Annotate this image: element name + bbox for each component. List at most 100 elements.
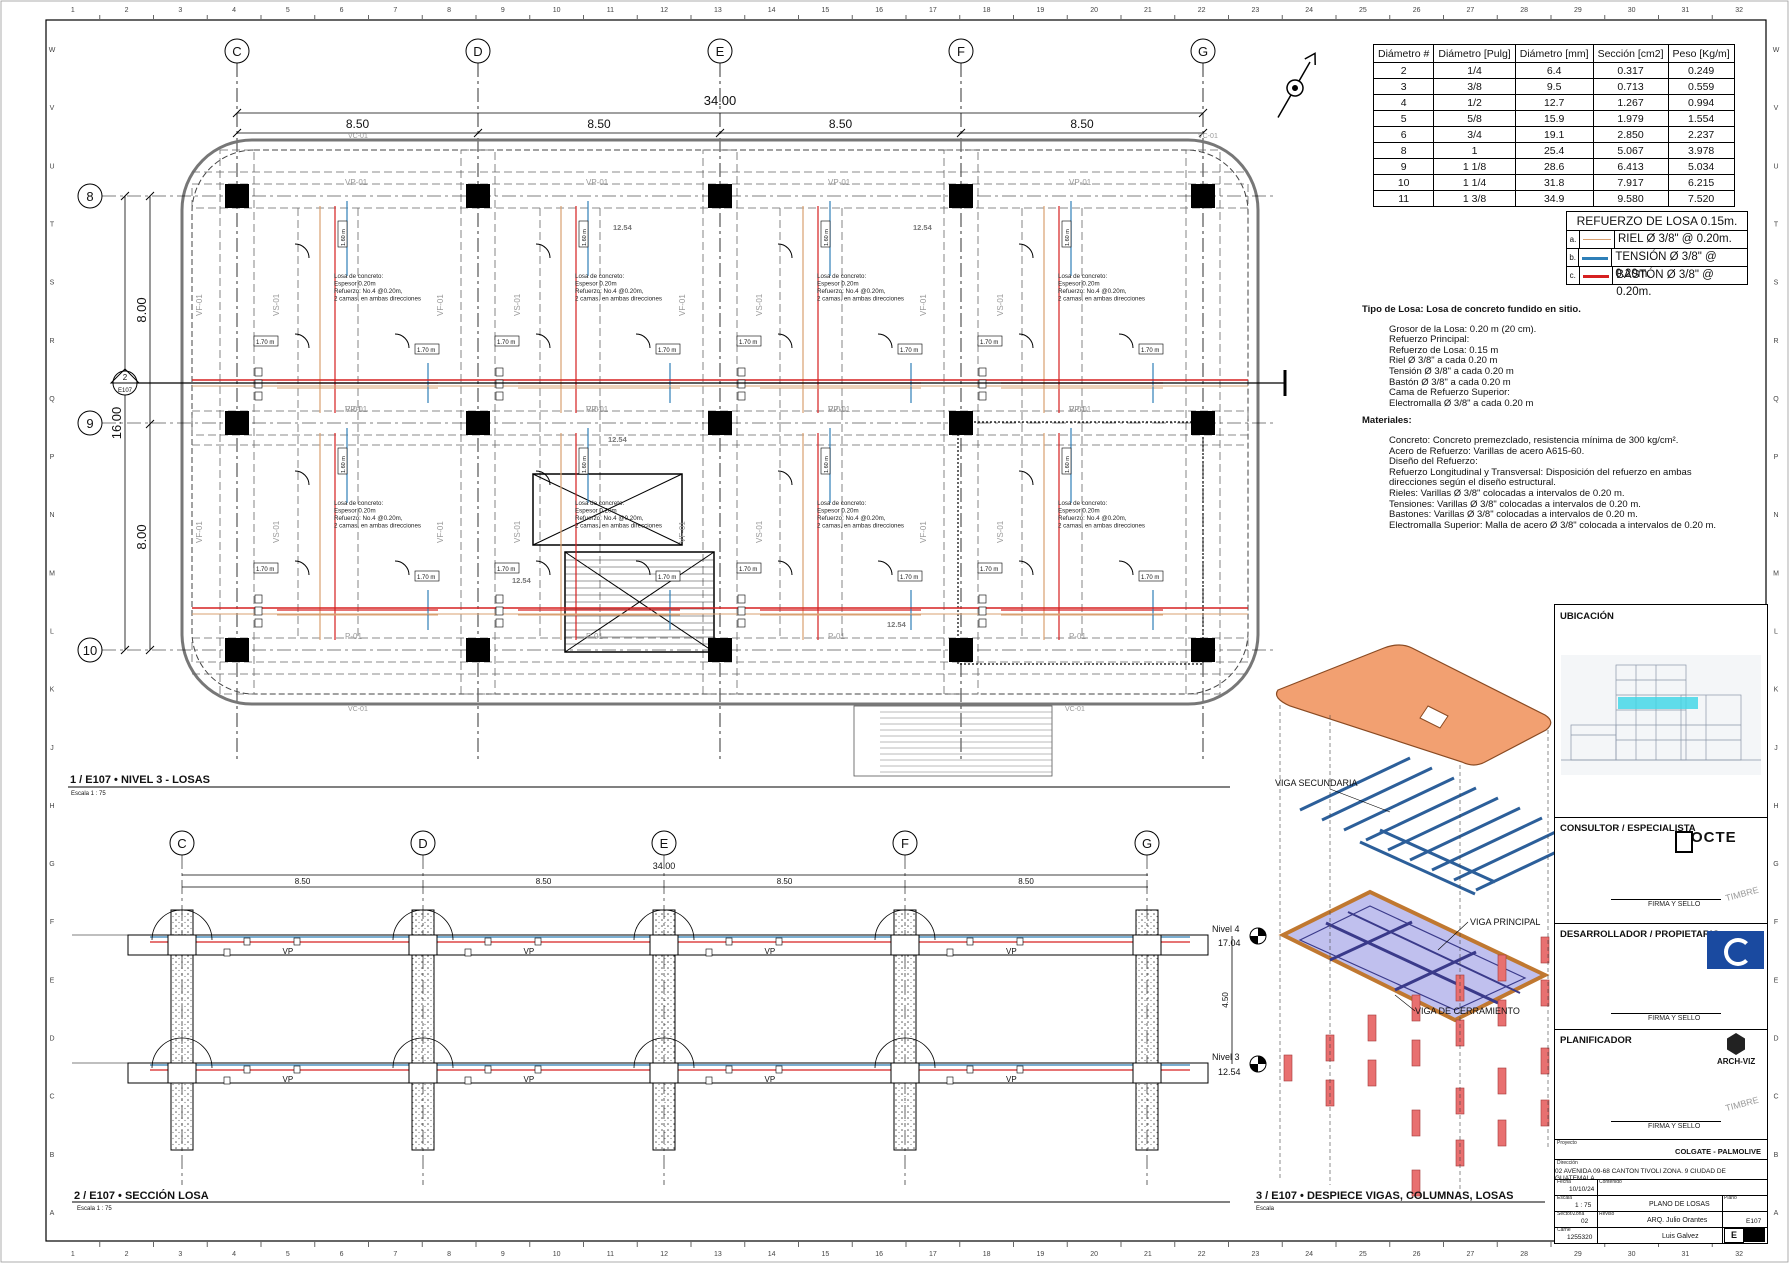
isometric-column xyxy=(1367,1059,1377,1087)
grid-row-label-right: L xyxy=(1774,629,1778,636)
plan-axis-label: G xyxy=(1198,44,1208,59)
plan-dim-box xyxy=(655,570,681,582)
level4-marker-icon xyxy=(1249,927,1267,945)
slab-note-line: Losa de concreto: xyxy=(334,273,383,280)
tb-direccion: 02 AVENIDA 09-68 CANTON TIVOLI ZONA. 9 C… xyxy=(1555,1168,1726,1182)
grid-col-label-bottom: 7 xyxy=(393,1251,397,1258)
section-marker: 2 E107 xyxy=(109,368,141,396)
rebar-table-cell: 6.4 xyxy=(1514,62,1594,79)
legend-key: b. xyxy=(1567,249,1580,266)
tb-ubicacion: UBICACIÓN xyxy=(1555,605,1767,818)
grid-row-label-right: J xyxy=(1774,745,1778,752)
plan-dim-box xyxy=(977,335,1003,347)
rebar-legend: REFUERZO DE LOSA 0.15m. a.RIEL Ø 3/8" @ … xyxy=(1566,211,1748,298)
grid-col-label-bottom: 4 xyxy=(232,1251,236,1258)
material-line: Refuerzo Longitudinal y Transversal: Dis… xyxy=(1389,466,1692,478)
isometric-column xyxy=(1411,1109,1421,1137)
plan-dim-label: 1.70 m xyxy=(497,567,515,573)
rebar-table-cell: 5 xyxy=(1372,110,1435,127)
plan-dim-label: 1.70 m xyxy=(256,340,274,346)
plan-dim-label: 1.60 m xyxy=(824,456,830,473)
rebar-table-cell: 10 xyxy=(1372,174,1435,191)
grid-row-label-right: N xyxy=(1773,512,1778,519)
plan-bay-depth-1: 8.00 xyxy=(134,297,149,322)
rebar-table-cell: 3 xyxy=(1372,78,1435,95)
archviz-logo: ARCH-VIZ xyxy=(1717,1057,1756,1066)
grid-col-label-bottom: 22 xyxy=(1198,1251,1206,1258)
grid-col-label-bottom: 29 xyxy=(1574,1251,1582,1258)
grid-row-label-left: E xyxy=(50,977,55,984)
tb-desarrollador-label: DESARROLLADOR / PROPIETARIO xyxy=(1560,929,1720,940)
section-bay-dimension: 8.50 xyxy=(295,877,311,886)
grid-row-label-left: G xyxy=(49,861,54,868)
grid-row-label-right: R xyxy=(1773,338,1778,345)
slab-note-line: Refuerzo: No.4 @0.20m, xyxy=(1058,515,1127,522)
grid-row-label-left: S xyxy=(50,280,55,287)
plan-beam-label: VF-01 xyxy=(678,294,687,316)
plan-beam-label: P-01 xyxy=(1069,632,1086,641)
section-beam-label: VP xyxy=(524,947,535,956)
legend-swatch xyxy=(1580,231,1615,248)
isometric-column xyxy=(1497,999,1507,1027)
legend-item: b.TENSIÓN Ø 3/8" @ 0.20m. xyxy=(1567,249,1747,280)
rebar-table-cell: 0.994 xyxy=(1667,94,1735,111)
isometric-column xyxy=(1411,1039,1421,1067)
tb-proyecto: COLGATE - PALMOLIVE xyxy=(1675,1147,1761,1156)
plan-total-depth: 16.00 xyxy=(109,407,124,440)
label-viga-principal: VIGA PRINCIPAL xyxy=(1470,917,1540,927)
isometric-column xyxy=(1540,936,1550,964)
note-line: Grosor de la Losa: 0.20 m (20 cm). xyxy=(1389,323,1537,335)
grid-col-label-top: 3 xyxy=(178,7,182,14)
slab-note-line: 2 camas, en ambas direcciones xyxy=(1058,523,1145,530)
rebar-tag-box xyxy=(737,367,746,377)
plan-bay-dimension: 8.50 xyxy=(346,117,370,131)
plan-beam-label: VF-01 xyxy=(919,521,928,543)
isometric-column xyxy=(1411,1169,1421,1197)
grid-col-label-bottom: 30 xyxy=(1628,1251,1636,1258)
plan-level-mark: 12.54 xyxy=(887,620,907,629)
grid-row-label-left: B xyxy=(50,1152,55,1159)
octe-logo: OCTE xyxy=(1691,829,1737,846)
grid-row-label-left: V xyxy=(50,105,55,112)
section-beam-label: VP xyxy=(1006,947,1017,956)
rebar-tag-box xyxy=(1016,1065,1024,1074)
grid-row-label-right: D xyxy=(1773,1036,1778,1043)
note-line: Cama de Refuerzo Superior: xyxy=(1389,387,1510,399)
grid-col-label-top: 8 xyxy=(447,7,451,14)
grid-row-label-left: U xyxy=(49,163,54,170)
plan-beam-label: VC-01 xyxy=(348,133,368,140)
elevator-shaft xyxy=(532,473,683,546)
plan-dim-box xyxy=(820,447,831,475)
rebar-table-header-cell: Diámetro [mm] xyxy=(1514,44,1594,63)
grid-col-label-top: 13 xyxy=(714,7,722,14)
legend-key: a. xyxy=(1567,231,1580,248)
rebar-tag-box xyxy=(495,367,504,377)
rebar-table-cell: 1 xyxy=(1433,142,1516,159)
rebar-tag-box xyxy=(737,606,746,616)
plan-level-mark: 12.54 xyxy=(608,435,628,444)
plan-beam-label: VP-01 xyxy=(828,178,851,187)
plan-beam-label: VP-01 xyxy=(586,178,609,187)
plan-axis-label: D xyxy=(473,44,482,59)
plan-row-label: 9 xyxy=(86,416,93,431)
grid-col-label-bottom: 5 xyxy=(286,1251,290,1258)
plan-beam-label: P-01 xyxy=(828,632,845,641)
rebar-tag-box xyxy=(775,937,783,946)
plan-beam-label: VS-01 xyxy=(272,520,281,543)
grid-col-label-bottom: 8 xyxy=(447,1251,451,1258)
grid-col-label-top: 2 xyxy=(125,7,129,14)
plan-axis-label: C xyxy=(232,44,241,59)
plan-beam-label: VS-01 xyxy=(272,293,281,316)
grid-col-label-bottom: 14 xyxy=(768,1251,776,1258)
rebar-table-cell: 2 xyxy=(1372,62,1435,79)
grid-row-label-left: C xyxy=(49,1094,54,1101)
rebar-table-cell: 2.237 xyxy=(1667,126,1735,143)
rebar-tag-box xyxy=(725,1065,733,1074)
rebar-table-header-cell: Diámetro [Pulg] xyxy=(1433,44,1516,63)
